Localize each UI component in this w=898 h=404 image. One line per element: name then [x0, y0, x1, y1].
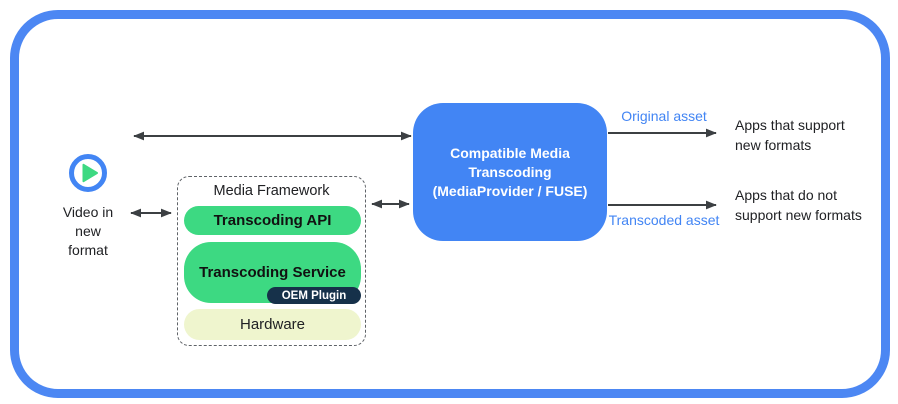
apps-no-support-label: Apps that do not support new formats	[735, 187, 862, 223]
apps-support-label: Apps that support new formats	[735, 117, 845, 153]
frame-border	[10, 10, 890, 398]
hardware-pill: Hardware	[184, 309, 361, 340]
transcoding-api-label: Transcoding API	[213, 212, 332, 229]
play-icon	[68, 153, 108, 193]
video-source-label: Video in new format	[62, 204, 114, 258]
transcoding-box: Compatible Media Transcoding (MediaProvi…	[413, 103, 607, 241]
transcoding-service-label: Transcoding Service	[199, 264, 346, 281]
media-framework-box: Media Framework Transcoding API Transcod…	[177, 176, 366, 346]
transcoded-asset-label: Transcoded asset	[608, 212, 720, 228]
oem-plugin-label: OEM Plugin	[281, 289, 347, 302]
original-asset-label: Original asset	[621, 108, 707, 124]
media-framework-title: Media Framework	[213, 183, 330, 199]
transcoding-api-pill: Transcoding API	[184, 206, 361, 235]
transcoding-box-label: Compatible Media Transcoding (MediaProvi…	[432, 144, 588, 199]
play-icon-svg	[69, 154, 107, 192]
hardware-label: Hardware	[239, 316, 306, 333]
oem-plugin-pill: OEM Plugin	[267, 287, 361, 304]
transcoding-service-pill: Transcoding Service OEM Plugin	[184, 242, 361, 304]
